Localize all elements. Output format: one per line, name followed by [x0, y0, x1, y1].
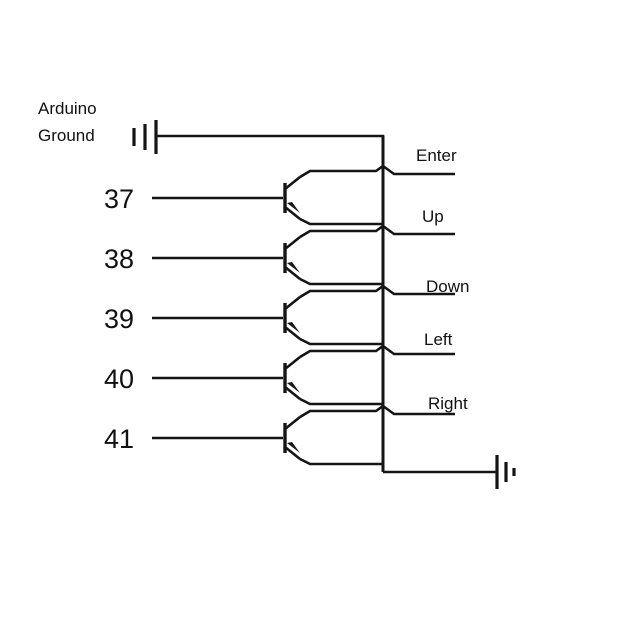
emitter-wire-41 — [299, 457, 383, 466]
output-wire-right — [382, 404, 455, 416]
output-label-up: Up — [422, 207, 444, 226]
npn-transistor-icon-38 — [283, 235, 301, 281]
stage-left — [152, 344, 455, 406]
collector-wire-41 — [299, 404, 384, 419]
arduino-ground-label-line2: Ground — [38, 126, 95, 145]
top-ground-rail — [156, 134, 385, 166]
pin-label-40: 40 — [104, 364, 134, 394]
output-label-enter: Enter — [416, 146, 457, 165]
pin-label-41: 41 — [104, 424, 134, 454]
npn-transistor-icon-39 — [283, 295, 301, 341]
stage-down — [152, 284, 455, 346]
output-label-left: Left — [424, 330, 453, 349]
collector-wire-37 — [299, 164, 384, 179]
output-label-right: Right — [428, 394, 468, 413]
pin-label-39: 39 — [104, 304, 134, 334]
stage-up — [152, 224, 455, 286]
npn-transistor-icon-40 — [283, 355, 301, 401]
collector-wire-38 — [299, 224, 384, 239]
output-wire-left — [382, 344, 455, 356]
pin-label-38: 38 — [104, 244, 134, 274]
npn-transistor-icon-41 — [283, 415, 301, 461]
collector-wire-39 — [299, 284, 384, 299]
output-wire-up — [382, 224, 455, 236]
collector-wire-40 — [299, 344, 384, 359]
pin-label-37: 37 — [104, 184, 134, 214]
emitter-wire-39 — [299, 337, 383, 346]
output-wire-enter — [382, 164, 455, 176]
top-ground-symbol — [132, 120, 158, 154]
output-label-down: Down — [426, 277, 469, 296]
bottom-ground-symbol — [495, 455, 516, 489]
arduino-ground-label-line1: Arduino — [38, 99, 97, 118]
npn-transistor-icon-37 — [283, 175, 301, 221]
emitter-wire-40 — [299, 397, 383, 406]
stage-enter — [152, 164, 455, 226]
output-wire-down — [382, 284, 455, 296]
emitter-wire-38 — [299, 277, 383, 286]
emitter-wire-37 — [299, 217, 383, 226]
stage-right — [152, 404, 455, 466]
